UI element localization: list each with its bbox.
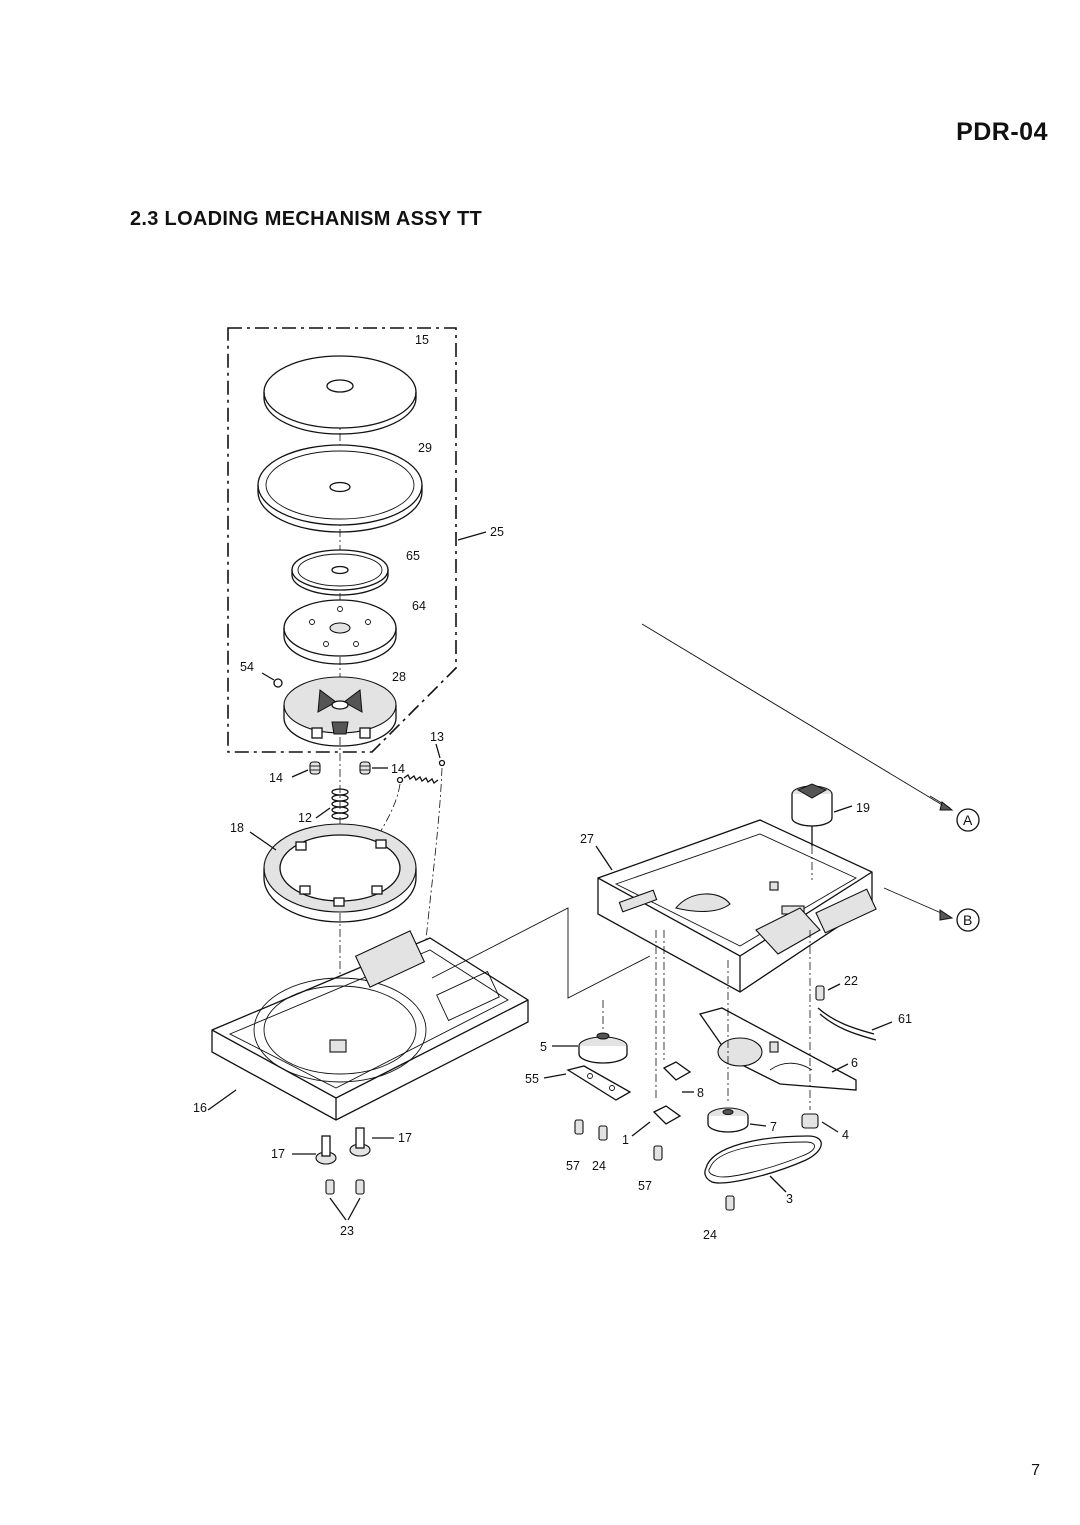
callout-28: 28 <box>392 670 406 684</box>
part-61-cable <box>817 1007 893 1041</box>
lead-line-a <box>641 623 945 807</box>
model-number: PDR-04 <box>956 118 1048 146</box>
callout-23: 23 <box>340 1224 354 1238</box>
callout-7: 7 <box>770 1120 777 1134</box>
callout-15: 15 <box>415 333 429 347</box>
callout-5: 5 <box>540 1040 547 1054</box>
part-54-screw <box>261 672 283 688</box>
callout-57-right: 57 <box>638 1179 652 1193</box>
part-27-chassis <box>595 819 877 993</box>
part-28-hub <box>283 676 397 747</box>
page-number: 7 <box>1031 1462 1040 1479</box>
callout-18: 18 <box>230 821 244 835</box>
callout-24-bottom: 24 <box>703 1228 717 1242</box>
part-5-gear <box>552 1000 628 1064</box>
callout-14-left: 14 <box>269 771 283 785</box>
part-65-spacer <box>291 549 389 596</box>
part-17-pin-right <box>349 1127 394 1157</box>
part-29-turntable-sheet <box>257 444 423 533</box>
part-24-screw-bottom <box>725 1195 735 1211</box>
part-15-disc <box>263 355 417 435</box>
callout-17-left: 17 <box>271 1147 285 1161</box>
part-18-ring <box>249 823 417 923</box>
callout-27: 27 <box>580 832 594 846</box>
callout-6: 6 <box>851 1056 858 1070</box>
part-3-belt <box>704 1135 822 1193</box>
section-title: 2.3 LOADING MECHANISM ASSY TT <box>130 208 483 230</box>
callout-12: 12 <box>298 811 312 825</box>
part-12-coil-spring <box>315 788 349 820</box>
ref-marker-a <box>929 795 980 832</box>
assembly-boundary-25 <box>227 327 457 753</box>
callout-17-right: 17 <box>398 1131 412 1145</box>
tray-to-chassis-line <box>431 907 651 999</box>
callout-54: 54 <box>240 660 254 674</box>
callout-24-left: 24 <box>592 1159 606 1173</box>
callout-65: 65 <box>406 549 420 563</box>
part-4-roller <box>801 1113 839 1133</box>
part-64-plate <box>283 599 397 665</box>
callout-55: 55 <box>525 1072 539 1086</box>
callout-29: 29 <box>418 441 432 455</box>
part-16-tray <box>207 930 529 1121</box>
ref-label-b: B <box>963 912 972 928</box>
callout-13: 13 <box>430 730 444 744</box>
callout-57-left: 57 <box>566 1159 580 1173</box>
callout-4: 4 <box>842 1128 849 1142</box>
part-55-bracket <box>543 1065 632 1101</box>
ref-marker-b <box>883 887 980 932</box>
part-57-screw-left <box>574 1119 584 1135</box>
callout-1: 1 <box>622 1133 629 1147</box>
part-57-screw-right <box>653 1145 663 1161</box>
callout-25: 25 <box>490 525 504 539</box>
part-7-pulley <box>707 1107 767 1133</box>
part-23-screws <box>325 1179 365 1221</box>
part-1-switch <box>631 1105 682 1137</box>
part-8-lever <box>662 1061 694 1093</box>
ref-label-a: A <box>963 812 973 828</box>
part-17-pin-left <box>292 1135 337 1165</box>
part-14-foot-left <box>291 761 321 778</box>
callout-8: 8 <box>697 1086 704 1100</box>
callout-61: 61 <box>898 1012 912 1026</box>
part-14-foot-right <box>359 761 388 775</box>
part-6-cam-plate <box>698 1007 857 1091</box>
callout-16: 16 <box>193 1101 207 1115</box>
callout-3: 3 <box>786 1192 793 1206</box>
part-19-motor <box>791 783 853 880</box>
callout-14-right: 14 <box>391 762 405 776</box>
callout-64: 64 <box>412 599 426 613</box>
part-24-screw-left <box>598 1125 608 1141</box>
callout-25-leader <box>457 531 487 541</box>
callout-22: 22 <box>844 974 858 988</box>
part-22-screw <box>815 983 841 1001</box>
callout-19: 19 <box>856 801 870 815</box>
